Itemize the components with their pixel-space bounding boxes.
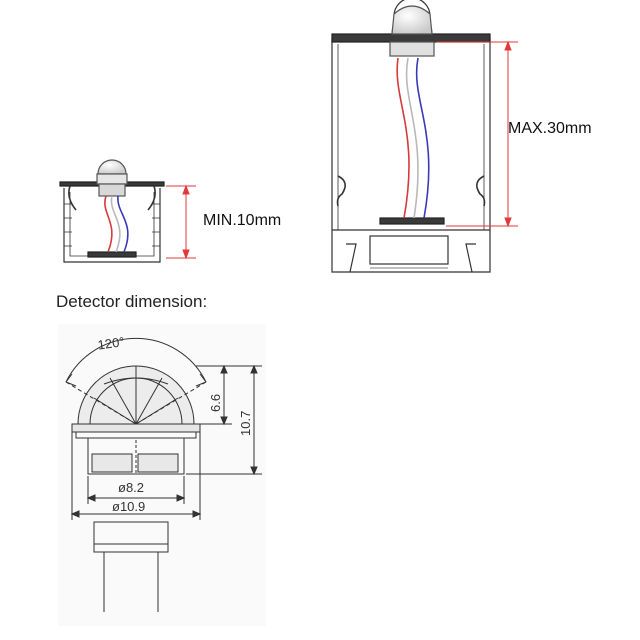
total-height-label: 10.7 (238, 411, 253, 436)
max-dimension-line (436, 40, 518, 228)
small-profile-wires (104, 195, 129, 253)
small-profile (59, 159, 165, 263)
large-profile (331, 0, 491, 273)
angle-label: 120° (97, 334, 126, 353)
outer-diameter-label: ø10.9 (112, 499, 145, 514)
max-height-label: MAX.30mm (508, 120, 592, 137)
dome-height-label: 6.6 (208, 394, 223, 412)
detector-drawing-frame (58, 324, 266, 626)
angle-annotation (65, 337, 207, 425)
large-profile-wires (396, 57, 430, 219)
section-title: Detector dimension: (56, 292, 208, 311)
detector-drawing (71, 365, 201, 612)
min-dimension-line (166, 184, 196, 260)
min-height-label: MIN.10mm (203, 212, 282, 229)
diameter-dimensions (70, 432, 202, 520)
inner-diameter-label: ø8.2 (118, 480, 144, 495)
height-dimensions (186, 364, 262, 476)
